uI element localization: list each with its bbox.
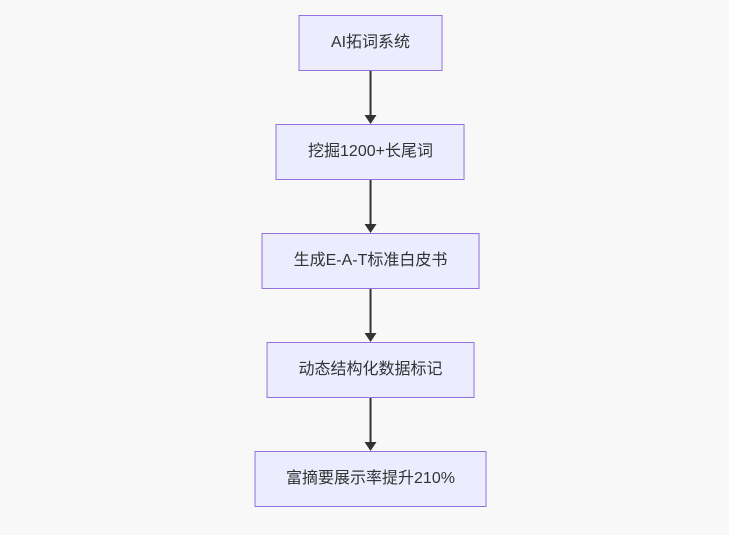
- edge-line: [369, 71, 372, 116]
- flow-node-generate-eat-whitepaper: 生成E-A-T标准白皮书: [261, 233, 480, 289]
- arrowhead-down-icon: [364, 333, 377, 342]
- flow-node-ai-word-expansion-system: AI拓词系统: [298, 15, 443, 71]
- flow-node-dynamic-structured-data-markup: 动态结构化数据标记: [266, 342, 475, 398]
- flow-edge-4: [364, 398, 377, 451]
- flowchart: AI拓词系统 挖掘1200+长尾词 生成E-A-T标准白皮书 动态结构化数据标记…: [254, 15, 487, 507]
- edge-line: [369, 398, 372, 443]
- flow-edge-2: [364, 180, 377, 233]
- flow-node-rich-snippet-rate-increase: 富摘要展示率提升210%: [254, 451, 487, 507]
- flow-edge-3: [364, 289, 377, 342]
- flow-node-mine-longtail-keywords: 挖掘1200+长尾词: [276, 124, 465, 180]
- edge-line: [369, 289, 372, 334]
- flow-edge-1: [364, 71, 377, 124]
- edge-line: [369, 180, 372, 225]
- arrowhead-down-icon: [364, 115, 377, 124]
- arrowhead-down-icon: [364, 442, 377, 451]
- arrowhead-down-icon: [364, 224, 377, 233]
